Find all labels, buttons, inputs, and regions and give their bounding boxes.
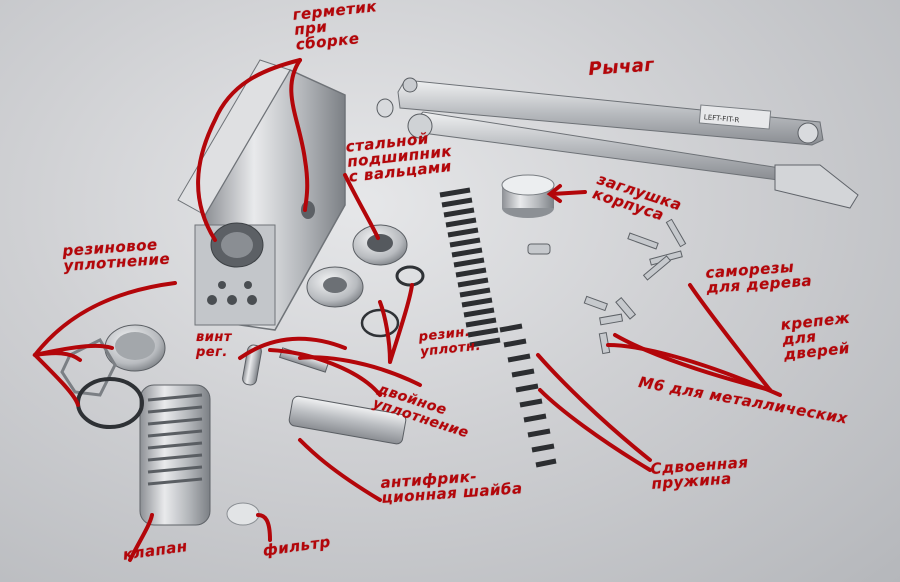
annotation-arrows — [32, 58, 782, 562]
bearing-and-rings — [306, 224, 425, 338]
label-rubber-seal: резиновое уплотнение — [61, 235, 171, 275]
screws — [527, 218, 687, 355]
label-adjust-screw: винт рег. — [196, 330, 232, 360]
label-rubber-seals-small: резин. уплотн. — [418, 324, 482, 360]
valve-and-small-parts — [60, 324, 407, 526]
label-sealant: герметик при сборке — [291, 0, 378, 54]
label-screws-wood: саморезы для дерева — [704, 257, 813, 297]
lever-arms: LEFT-FIT-R — [376, 77, 859, 209]
double-spring — [439, 187, 557, 468]
label-lever: Рычаг — [587, 54, 655, 80]
end-cap — [501, 174, 555, 218]
closer-body — [177, 59, 346, 331]
plate-text: LEFT-FIT-R — [704, 113, 740, 124]
label-fasteners: крепеж для дверей — [779, 308, 851, 364]
label-bearing: стальной подшипник с вальцами — [344, 129, 453, 186]
